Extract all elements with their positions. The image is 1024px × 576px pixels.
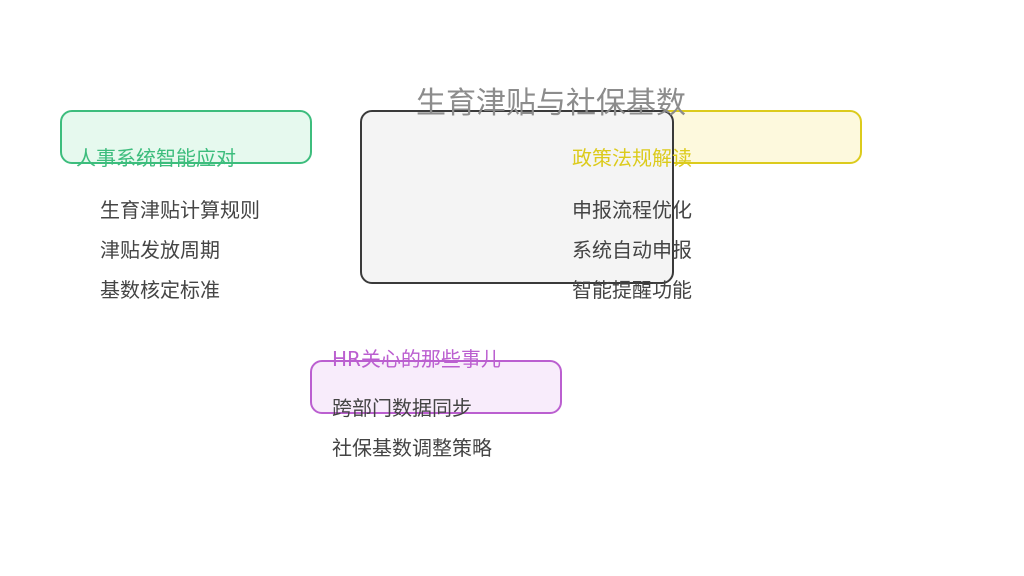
central-node-box xyxy=(360,110,674,284)
central-topic-title: 生育津贴与社保基数 xyxy=(416,86,686,121)
hr-concerns-item: 跨部门数据同步 xyxy=(332,396,472,420)
hr-system-item: 津贴发放周期 xyxy=(100,238,220,262)
policy-heading: 政策法规解读 xyxy=(572,146,692,170)
policy-item: 系统自动申报 xyxy=(572,238,692,262)
hr-system-item: 基数核定标准 xyxy=(100,278,220,302)
hr-system-node-box xyxy=(60,110,312,164)
policy-item: 申报流程优化 xyxy=(572,198,692,222)
hr-concerns-item: 社保基数调整策略 xyxy=(332,436,492,460)
policy-item: 智能提醒功能 xyxy=(572,278,692,302)
hr-system-heading: 人事系统智能应对 xyxy=(76,146,236,170)
hr-concerns-heading: HR关心的那些事儿 xyxy=(332,347,501,371)
hr-system-item: 生育津贴计算规则 xyxy=(100,198,260,222)
hr-concerns-node-box xyxy=(310,360,562,414)
